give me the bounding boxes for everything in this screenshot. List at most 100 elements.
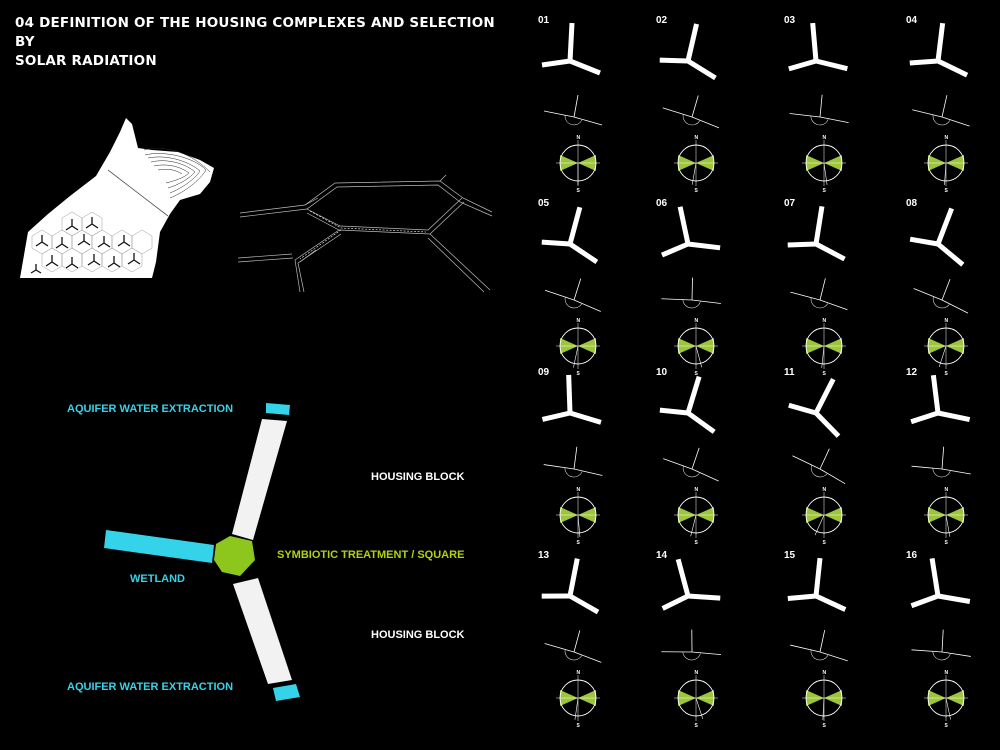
compass-south: S [945, 188, 949, 194]
treatment-square [214, 536, 255, 576]
solar-compass: NS [556, 487, 600, 546]
angle-lines [543, 446, 603, 478]
label-symbiotic: SYMBIOTIC TREATMENT / SQUARE [277, 549, 465, 561]
cell-number: 03 [784, 15, 796, 26]
tri-block-footprint [659, 375, 716, 434]
label-wetland: WETLAND [130, 573, 185, 585]
compass-south: S [945, 723, 949, 729]
cell-number: 04 [906, 15, 918, 26]
angle-lines [543, 94, 603, 126]
solar-compass: NS [556, 135, 600, 194]
compass-north: N [945, 318, 949, 324]
tri-block-footprint [788, 377, 841, 438]
solar-compass: NS [924, 670, 968, 729]
solar-compass: NS [556, 318, 600, 377]
compass-north: N [945, 135, 949, 141]
compass-south: S [823, 371, 827, 377]
compass-south: S [577, 188, 581, 194]
wetland-block [104, 530, 214, 563]
cell-number: 14 [656, 550, 668, 561]
solar-compass: NS [674, 670, 718, 729]
compass-south: S [577, 371, 581, 377]
cell-number: 12 [906, 367, 918, 378]
cell-number: 15 [784, 550, 796, 561]
angle-lines [544, 278, 601, 312]
angle-lines [790, 630, 848, 662]
cell-number: 06 [656, 198, 668, 209]
solar-compass: NS [674, 135, 718, 194]
compass-north: N [695, 135, 699, 141]
compass-north: N [577, 487, 581, 493]
compass-north: N [823, 670, 827, 676]
tri-block-footprint [541, 558, 600, 615]
angle-lines [912, 95, 970, 127]
site-plan-silhouette [20, 118, 214, 278]
site-contours [143, 148, 211, 199]
angle-lines [663, 447, 719, 482]
solar-compass: NS [802, 318, 846, 377]
tri-block-footprint [541, 206, 599, 265]
compass-south: S [945, 371, 949, 377]
cell-number: 11 [784, 367, 795, 378]
tri-block-footprint [659, 23, 717, 81]
compass-north: N [823, 487, 827, 493]
compass-north: N [945, 670, 949, 676]
tri-block-footprint [910, 558, 971, 609]
housing-block-top [232, 419, 287, 540]
angle-lines [790, 278, 848, 311]
cell-number: 16 [906, 550, 918, 561]
angle-lines [911, 629, 971, 661]
solar-compass: NS [802, 135, 846, 194]
compass-north: N [577, 318, 581, 324]
cell-number: 05 [538, 198, 550, 209]
angle-lines [662, 95, 720, 129]
tri-block-footprint [661, 206, 721, 258]
angle-lines [661, 277, 721, 309]
angle-lines [544, 630, 602, 663]
compass-south: S [695, 540, 699, 546]
compass-south: S [823, 188, 827, 194]
tri-block-footprint [787, 206, 846, 262]
housing-block-bottom [233, 578, 292, 684]
cell-number: 02 [656, 15, 668, 26]
compass-south: S [577, 540, 581, 546]
compass-north: N [695, 487, 699, 493]
street-network-dashed [299, 210, 427, 260]
compass-south: S [695, 188, 699, 194]
angle-lines [913, 278, 969, 314]
solar-compass: NS [674, 487, 718, 546]
aquifer-bottom-block [273, 684, 300, 701]
cell-number: 09 [538, 367, 550, 378]
tri-block-footprint [910, 374, 971, 425]
tri-block-footprint [541, 22, 601, 76]
compass-north: N [823, 318, 827, 324]
compass-south: S [695, 723, 699, 729]
compass-north: N [577, 670, 581, 676]
compass-north: N [695, 318, 699, 324]
tri-block-footprint [787, 557, 847, 612]
compass-south: S [823, 723, 827, 729]
solar-compass: NS [802, 487, 846, 546]
tri-block-footprint [909, 22, 969, 78]
cell-number: 13 [538, 550, 550, 561]
tri-block-footprint [788, 22, 848, 72]
compass-north: N [577, 135, 581, 141]
label-aquifer-top: AQUIFER WATER EXTRACTION [67, 403, 234, 415]
compass-north: N [945, 487, 949, 493]
cell-number: 07 [784, 198, 796, 209]
